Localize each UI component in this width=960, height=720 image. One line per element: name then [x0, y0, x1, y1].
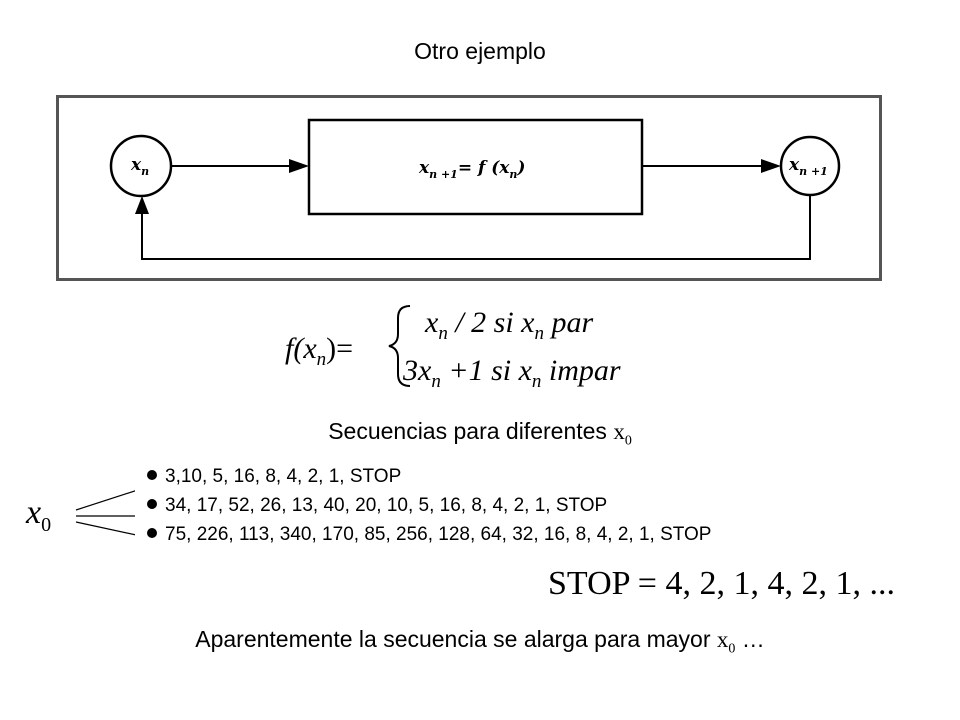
formula-lhs: f(xn)= [285, 332, 353, 370]
x0-label: x0 [26, 494, 52, 536]
bullet-icon [147, 528, 157, 538]
function-expression: xn +1= f (xn) [418, 158, 525, 181]
diagram-svg: xn xn +1= f (xn) xn +1 [109, 118, 841, 260]
iteration-diagram: xn xn +1= f (xn) xn +1 [56, 95, 882, 281]
formula-brace [388, 305, 411, 387]
sequence-item: 75, 226, 113, 340, 170, 85, 256, 128, 64… [147, 524, 711, 546]
output-node-label: xn +1 [788, 155, 828, 178]
sequences-subtitle: Secuencias para diferentes x0 [0, 418, 960, 450]
subtitle-variable: x0 [613, 419, 632, 449]
arrowhead-to-output [761, 159, 781, 173]
feedback-arrowhead [135, 196, 149, 214]
sequence-item: 34, 17, 52, 26, 13, 40, 20, 10, 5, 16, 8… [147, 495, 607, 517]
arrowhead-to-function [289, 159, 309, 173]
function-box [307, 118, 644, 216]
formula-case-even: xn / 2 si xn par [424, 306, 594, 344]
stop-definition: STOP = 4, 2, 1, 4, 2, 1, ... [548, 565, 895, 602]
feedback-loop-line [141, 195, 811, 260]
formula-svg: f(xn)= xn / 2 si xn par 3xn +1 si xn imp… [285, 305, 621, 392]
sequence-item: 3,10, 5, 16, 8, 4, 2, 1, STOP [147, 466, 401, 488]
slide-title: Otro ejemplo [414, 38, 546, 64]
input-node-label: xn [130, 155, 149, 178]
conclusion-text: Aparentemente la secuencia se alarga par… [195, 626, 765, 657]
bullet-icon [147, 499, 157, 509]
bullet-icon [147, 470, 157, 480]
subtitle-text: Secuencias para diferentes [328, 418, 614, 444]
formula-case-odd: 3xn +1 si xn impar [402, 354, 621, 390]
conclusion-variable: x0 [716, 627, 736, 657]
collatz-function-definition: f(xn)= xn / 2 si xn par 3xn +1 si xn imp… [285, 300, 705, 392]
sequence-list: 3,10, 5, 16, 8, 4, 2, 1, STOP 34, 17, 52… [135, 462, 825, 552]
